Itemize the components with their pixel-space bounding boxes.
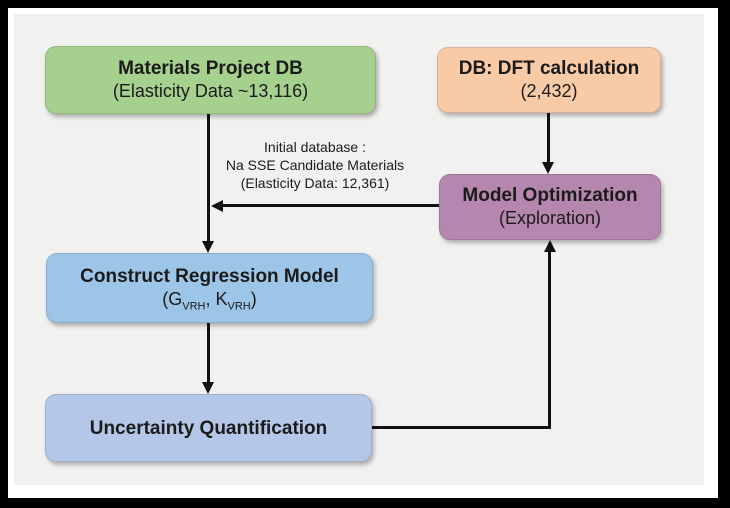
arrow-mpdb-to-regression-line xyxy=(207,112,210,242)
annotation-line: Initial database : xyxy=(264,139,366,155)
node-title: Model Optimization xyxy=(462,185,638,206)
node-subtitle: (Exploration) xyxy=(498,208,602,228)
annotation-line: Na SSE Candidate Materials xyxy=(225,157,405,173)
node-subtitle: (GVRH, KVRH) xyxy=(162,289,257,313)
subscript-vrh: VRH xyxy=(182,300,206,313)
arrow-regression-to-uq-line xyxy=(207,321,210,383)
node-title: Construct Regression Model xyxy=(80,266,339,287)
node-uncertainty-quantification: Uncertainty Quantification xyxy=(45,394,372,462)
node-title: DB: DFT calculation xyxy=(458,58,640,79)
node-title: Uncertainty Quantification xyxy=(89,417,328,439)
subscript-vrh: VRH xyxy=(227,300,251,313)
annotation-line: (Elasticity Data: 12,361) xyxy=(240,175,390,191)
arrowhead-up-icon xyxy=(543,240,556,252)
arrow-optimization-to-pipeline-line xyxy=(222,204,440,207)
node-title: Materials Project DB xyxy=(118,58,303,79)
node-subtitle: (2,432) xyxy=(520,81,578,101)
arrowhead-down-icon xyxy=(202,382,214,394)
arrowhead-down-icon xyxy=(542,162,554,174)
initial-database-annotation: Initial database : Na SSE Candidate Mate… xyxy=(205,138,425,192)
node-construct-regression-model: Construct Regression Model (GVRH, KVRH) xyxy=(46,253,373,323)
arrowhead-down-icon xyxy=(202,241,214,253)
arrowhead-left-icon xyxy=(211,200,223,212)
node-dft-calculation-db: DB: DFT calculation (2,432) xyxy=(437,47,661,113)
node-materials-project-db: Materials Project DB (Elasticity Data ~1… xyxy=(45,46,376,114)
arrow-uq-to-optimization-vertical-line xyxy=(548,251,551,429)
arrow-dft-to-optimization-line xyxy=(547,111,550,163)
node-model-optimization: Model Optimization (Exploration) xyxy=(439,174,661,240)
node-subtitle: (Elasticity Data ~13,116) xyxy=(112,81,309,101)
arrow-uq-to-optimization-horizontal-line xyxy=(371,426,551,429)
